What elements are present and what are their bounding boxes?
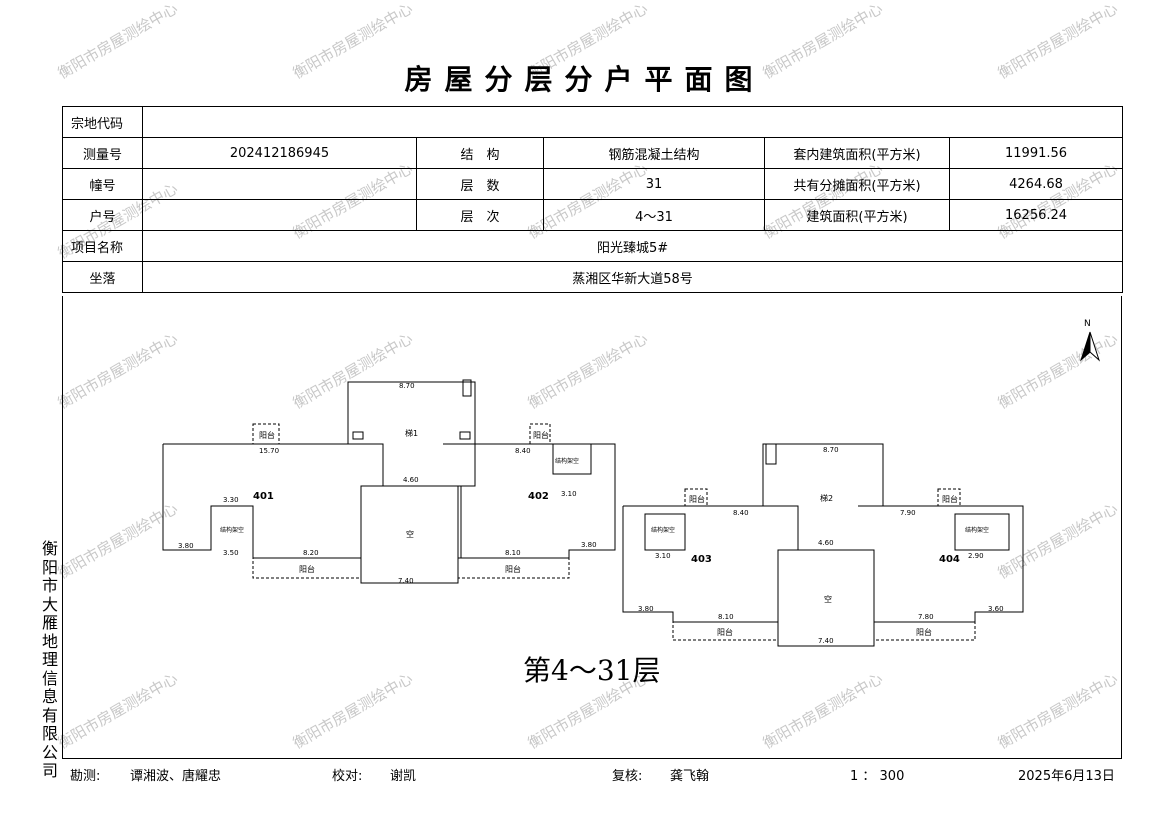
- balcony-label-5: 阳台: [259, 430, 275, 440]
- dim-top-right: 8.70: [823, 446, 839, 454]
- row-celiang: 测量号 202412186945 结 构 钢筋混凝土结构 套内建筑面积(平方米)…: [62, 137, 1124, 169]
- row-location: 坐落 蒸湘区华新大道58号: [62, 261, 1124, 293]
- hu-value: [142, 199, 417, 231]
- dim-404-top: 7.90: [900, 509, 916, 517]
- scale-text: 1 ： 300: [850, 769, 905, 784]
- shaft-label-4: 结构架空: [965, 526, 989, 534]
- stair-label-1: 梯1: [405, 428, 418, 438]
- row-zhuang: 幢号 层 数 31 共有分摊面积(平方米) 4264.68: [62, 168, 1124, 200]
- survey-value: 谭湘波、唐耀忠: [130, 769, 222, 784]
- jianzhu-label: 建筑面积(平方米): [764, 199, 950, 231]
- unit-401-label: 401: [253, 491, 274, 502]
- info-table: 宗地代码 测量号 202412186945 结 构 钢筋混凝土结构 套内建筑面积…: [62, 106, 1124, 293]
- dim-401-top: 15.70: [259, 447, 279, 455]
- check-value: 谢凯: [390, 769, 417, 784]
- dim-3-10-a: 3.10: [561, 490, 577, 498]
- dim-8-10-b: 8.10: [718, 613, 734, 621]
- dim-3-30-a: 3.30: [223, 496, 239, 504]
- unit-404-label: 404: [939, 554, 960, 565]
- floor-plan-drawing: N: [162, 319, 1101, 687]
- row-hu: 户号 层 次 4～31 建筑面积(平方米) 16256.24: [62, 199, 1124, 231]
- left-building: [162, 379, 616, 584]
- dim-3-80-b: 3.80: [581, 541, 597, 549]
- project-label: 项目名称: [62, 230, 143, 262]
- zhuang-label: 幢号: [62, 168, 143, 200]
- hu-label: 户号: [62, 199, 143, 231]
- dim-2-90: 2.90: [968, 552, 984, 560]
- north-arrow-icon: N: [1079, 319, 1101, 362]
- floor-label: 第4～31层: [523, 654, 660, 687]
- dim-bottom-left: 7.40: [398, 577, 414, 585]
- floor-plan-area: N: [62, 296, 1122, 759]
- balcony-label-6: 阳台: [533, 430, 549, 440]
- dim-403-top: 8.40: [733, 509, 749, 517]
- row-zongdi: 宗地代码: [62, 106, 1124, 138]
- shaft-label-3: 结构架空: [651, 526, 675, 534]
- survey-label: 勘测:: [70, 769, 101, 784]
- taonei-label: 套内建筑面积(平方米): [764, 137, 950, 169]
- dim-3-60: 3.60: [988, 605, 1004, 613]
- check-label: 校对:: [332, 769, 363, 784]
- unit-402-label: 402: [528, 491, 549, 502]
- row-project: 项目名称 阳光臻城5#: [62, 230, 1124, 262]
- review-value: 龚飞翰: [670, 769, 710, 784]
- location-value: 蒸湘区华新大道58号: [141, 261, 1124, 293]
- void-label-1: 空: [406, 529, 414, 539]
- project-value: 阳光臻城5#: [141, 230, 1124, 262]
- shaft-label-2: 结构架空: [555, 457, 579, 465]
- taonei-value: 11991.56: [948, 137, 1124, 169]
- cengci-value: 4～31: [543, 199, 765, 231]
- dim-3-80-c: 3.80: [638, 605, 654, 613]
- jiegou-label: 结 构: [416, 137, 544, 169]
- right-building: [622, 443, 1024, 647]
- dim-402-top: 8.40: [515, 447, 531, 455]
- celiang-label: 测量号: [62, 137, 143, 169]
- jianzhu-value: 16256.24: [948, 199, 1124, 231]
- fentan-value: 4264.68: [948, 168, 1124, 200]
- dim-core-right: 4.60: [818, 539, 834, 547]
- dim-7-80: 7.80: [918, 613, 934, 621]
- dim-3-80-a: 3.80: [178, 542, 194, 550]
- unit-403-label: 403: [691, 554, 712, 565]
- balcony-label-2: 阳台: [505, 564, 521, 574]
- jiegou-value: 钢筋混凝土结构: [543, 137, 765, 169]
- stair-label-2: 梯2: [820, 493, 833, 503]
- company-name-vertical: 衡阳市大雁地理信息有限公司: [41, 539, 58, 780]
- void-label-2: 空: [824, 594, 832, 604]
- dim-8-10-a: 8.10: [505, 549, 521, 557]
- celiang-value: 202412186945: [142, 137, 417, 169]
- date-text: 2025年6月13日: [1018, 769, 1115, 784]
- balcony-label-8: 阳台: [942, 494, 958, 504]
- dim-bottom-right: 7.40: [818, 637, 834, 645]
- shaft-label-1: 结构架空: [220, 526, 244, 534]
- zhuang-value: [142, 168, 417, 200]
- dim-top-left: 8.70: [399, 382, 415, 390]
- dim-8-20: 8.20: [303, 549, 319, 557]
- cengshu-value: 31: [543, 168, 765, 200]
- balcony-label-1: 阳台: [299, 564, 315, 574]
- dim-3-10-b: 3.10: [655, 552, 671, 560]
- balcony-label-3: 阳台: [717, 627, 733, 637]
- zongdi-label: 宗地代码: [62, 106, 143, 138]
- dim-3-50: 3.50: [223, 549, 239, 557]
- balcony-label-4: 阳台: [916, 627, 932, 637]
- location-label: 坐落: [62, 261, 143, 293]
- dim-core-left: 4.60: [403, 476, 419, 484]
- cengci-label: 层 次: [416, 199, 544, 231]
- cengshu-label: 层 数: [416, 168, 544, 200]
- review-label: 复核:: [612, 769, 643, 784]
- page-title: 房屋分层分户平面图: [404, 63, 765, 96]
- balcony-label-7: 阳台: [689, 494, 705, 504]
- fentan-label: 共有分摊面积(平方米): [764, 168, 950, 200]
- north-label: N: [1084, 319, 1091, 329]
- zongdi-value: [141, 106, 1124, 138]
